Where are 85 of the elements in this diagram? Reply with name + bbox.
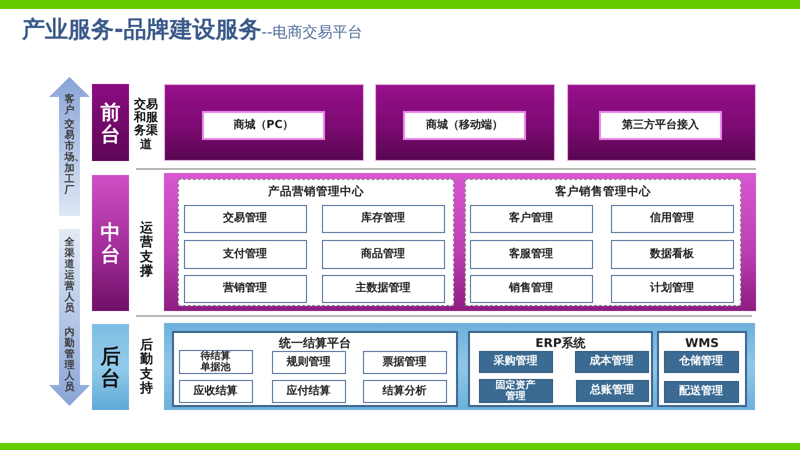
layer-description: 运营支撑 (140, 222, 153, 280)
arrow-label: 客户 (64, 94, 74, 116)
up-arrow (49, 77, 90, 216)
group-title: 产品营销管理中心 (268, 185, 364, 198)
module-label: 票据管理 (382, 356, 426, 368)
group-title: 客户销售管理中心 (555, 185, 651, 198)
module-box (178, 350, 252, 374)
channel-panel (375, 84, 555, 161)
channel-box (202, 111, 325, 140)
module-label: 客户管理 (509, 212, 553, 225)
module-box (322, 204, 444, 232)
channel-box (403, 111, 526, 140)
layer-description: 交易和服务渠道 (134, 98, 158, 151)
down-arrow (49, 229, 90, 406)
module-label: 库存管理 (361, 212, 405, 225)
channel-panel (567, 84, 756, 161)
module-box (610, 274, 734, 302)
layer-tab (92, 175, 129, 311)
module-label: 配送管理 (679, 385, 723, 398)
module-group (178, 179, 454, 306)
module-box (576, 380, 648, 402)
module-label: 主数据管理 (356, 282, 410, 295)
module-box (184, 240, 306, 268)
channel-box (599, 111, 722, 140)
system-group (172, 331, 458, 407)
module-label: 支付管理 (223, 248, 267, 260)
module-box (178, 380, 252, 402)
page-title: 产业服务-品牌建设服务 (22, 17, 262, 45)
arrow-label: 内勤管理人员 (64, 327, 74, 393)
module-label: 结算分析 (382, 384, 426, 398)
module-box (470, 240, 592, 268)
module-label: 应付结算 (286, 384, 330, 398)
module-label: 成本管理 (590, 355, 634, 368)
module-box (272, 350, 346, 374)
module-label: 规则管理 (286, 356, 330, 368)
module-label: 商品管理 (361, 248, 405, 260)
group-title: 统一结算平台 (279, 337, 351, 350)
module-label: 信用管理 (650, 212, 694, 225)
group-title: ERP系统 (535, 337, 586, 350)
module-label: 客服管理 (509, 248, 553, 260)
layer-panel (164, 173, 756, 311)
module-box (664, 350, 738, 372)
module-label: 营销管理 (223, 282, 267, 295)
arrow-label: 全渠道运营人员 (64, 237, 74, 314)
module-label: 总账管理 (590, 384, 634, 397)
module-box (362, 350, 446, 374)
module-box (470, 204, 592, 232)
module-box (362, 380, 446, 402)
layer-panel (164, 323, 755, 410)
module-label: 固定资产管理 (496, 380, 536, 402)
module-label: 待结算单据池 (200, 350, 230, 372)
page-subtitle: --电商交易平台 (262, 23, 362, 41)
module-box (322, 240, 444, 268)
module-box (478, 378, 552, 402)
module-box (272, 380, 346, 402)
module-group (465, 179, 741, 306)
channel-label: 商城（PC） (233, 119, 294, 132)
module-box (470, 274, 592, 302)
module-label: 销售管理 (509, 282, 553, 295)
module-box (664, 380, 738, 402)
layer-title: 后台 (100, 345, 120, 389)
module-box (610, 204, 734, 232)
module-box (184, 204, 306, 232)
module-box (478, 350, 552, 372)
channel-panel (164, 84, 364, 161)
module-box (610, 240, 734, 268)
layer-tab (92, 84, 129, 161)
module-label: 计划管理 (650, 282, 694, 295)
module-box (322, 274, 444, 302)
layer-title: 前台 (100, 100, 120, 144)
module-label: 交易管理 (223, 212, 267, 225)
module-label: 数据看板 (650, 248, 694, 260)
system-group (468, 331, 653, 407)
channel-label: 商城（移动端） (426, 119, 503, 132)
system-group (657, 331, 747, 407)
layer-title: 中台 (100, 221, 120, 265)
module-label: 应收结算 (194, 384, 238, 398)
module-label: 采购管理 (494, 355, 538, 368)
channel-label: 第三方平台接入 (622, 119, 699, 132)
layer-tab (92, 324, 129, 410)
group-title: WMS (685, 337, 719, 350)
module-box (184, 274, 306, 302)
module-label: 仓储管理 (679, 355, 723, 368)
layer-description: 后勤支持 (140, 339, 153, 396)
module-box (574, 350, 648, 372)
